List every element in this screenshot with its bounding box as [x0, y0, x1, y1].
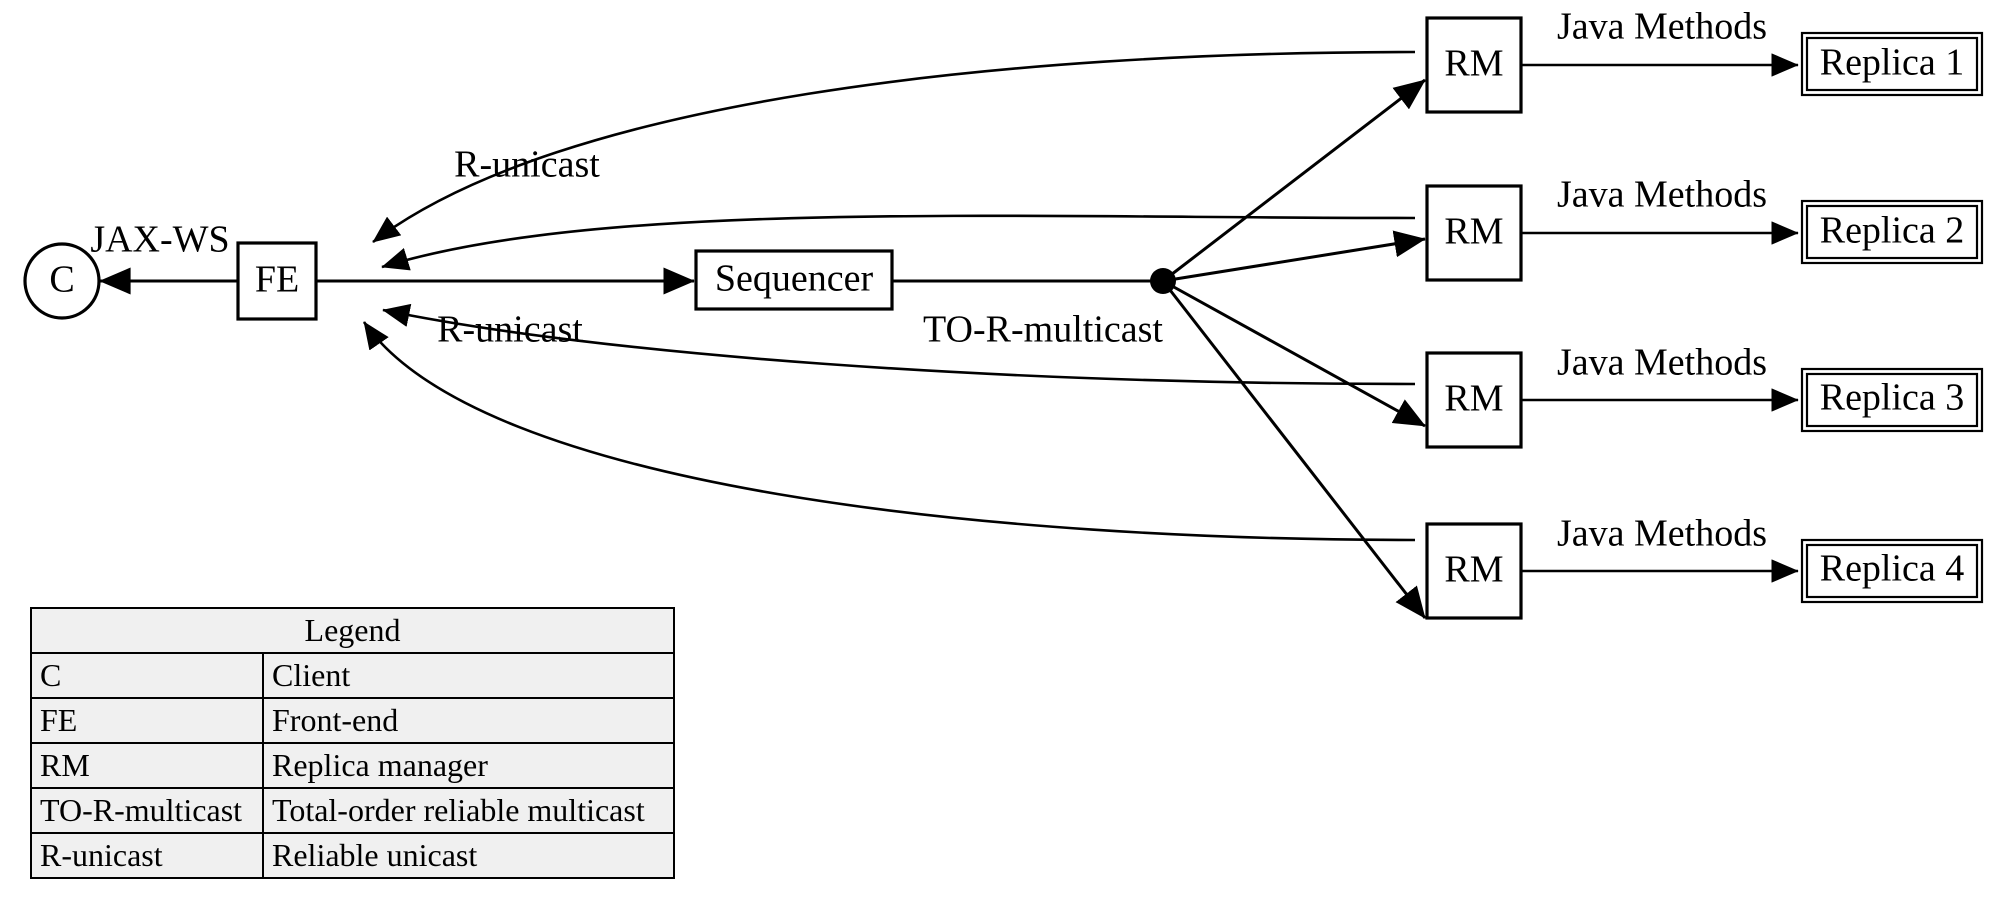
node-replica4[interactable]: [1800, 538, 1984, 604]
node-replica4-inner-border: [1805, 543, 1979, 599]
edge-junction-rm4: [1161, 280, 1427, 619]
legend-abbr: FE: [30, 697, 264, 744]
legend-table: Legend C Client FE Front-end RM Replica …: [30, 607, 675, 879]
node-replica2-inner-border: [1805, 204, 1979, 260]
edge-junction-rm3: [1162, 279, 1426, 428]
node-client[interactable]: [23, 242, 101, 320]
node-replica3[interactable]: [1800, 367, 1984, 433]
legend-meaning: Front-end: [262, 697, 675, 744]
edge-label-java-methods-3: Java Methods: [1557, 342, 1767, 384]
table-row: FE Front-end: [30, 697, 675, 744]
edge-rm1-frontend-return: [372, 50, 1416, 244]
node-rm4-label: RM: [1444, 549, 1503, 591]
node-client-label: C: [49, 259, 74, 301]
edge-junction-rm2: [1162, 230, 1426, 283]
node-replica1-inner-border: [1805, 36, 1979, 92]
legend-meaning: Total-order reliable multicast: [262, 787, 675, 834]
legend-abbr: RM: [30, 742, 264, 789]
table-row: RM Replica manager: [30, 742, 675, 789]
legend-meaning: Client: [262, 652, 675, 699]
edge-label-java-methods-2: Java Methods: [1557, 174, 1767, 216]
node-replica3-label: Replica 3: [1820, 377, 1965, 419]
node-rm4[interactable]: [1425, 522, 1523, 620]
legend-title: Legend: [30, 607, 675, 654]
legend-meaning: Replica manager: [262, 742, 675, 789]
node-rm1-label: RM: [1444, 43, 1503, 85]
legend-abbr: C: [30, 652, 264, 699]
edge-label-java-methods-4: Java Methods: [1557, 513, 1767, 555]
edge-rm3-frontend-return: [382, 303, 1416, 386]
node-frontend-label: FE: [255, 259, 299, 301]
legend-body: C Client FE Front-end RM Replica manager…: [30, 652, 675, 879]
legend-header-row: Legend: [30, 607, 675, 654]
node-replica2-label: Replica 2: [1820, 210, 1965, 252]
node-replica1[interactable]: [1800, 31, 1984, 97]
node-replica2[interactable]: [1800, 199, 1984, 265]
legend-meaning: Reliable unicast: [262, 832, 675, 879]
node-frontend[interactable]: [236, 241, 318, 321]
edge-label-to-r-multicast: TO-R-multicast: [923, 309, 1163, 351]
node-sequencer[interactable]: [694, 249, 894, 311]
edge-rm4-frontend-return: [362, 321, 1416, 542]
table-row: R-unicast Reliable unicast: [30, 832, 675, 879]
node-rm3[interactable]: [1425, 351, 1523, 449]
node-rm2-label: RM: [1444, 211, 1503, 253]
node-replica3-inner-border: [1805, 372, 1979, 428]
node-rm2[interactable]: [1425, 184, 1523, 282]
edge-label-java-methods-1: Java Methods: [1557, 6, 1767, 48]
table-row: TO-R-multicast Total-order reliable mult…: [30, 787, 675, 834]
legend-abbr: TO-R-multicast: [30, 787, 264, 834]
node-replica4-label: Replica 4: [1820, 548, 1965, 590]
node-rm3-label: RM: [1444, 378, 1503, 420]
legend-abbr: R-unicast: [30, 832, 264, 879]
edge-label-jaxws: JAX-WS: [90, 219, 229, 261]
edge-rm2-frontend-return: [381, 214, 1416, 271]
edge-junction-rm1: [1162, 78, 1426, 283]
node-sequencer-label: Sequencer: [715, 258, 874, 300]
edge-label-r-unicast-fe-seq: R-unicast: [437, 309, 583, 351]
edge-label-r-unicast-top: R-unicast: [454, 144, 600, 186]
table-row: C Client: [30, 652, 675, 699]
node-replica1-label: Replica 1: [1820, 42, 1965, 84]
node-rm1[interactable]: [1425, 16, 1523, 114]
